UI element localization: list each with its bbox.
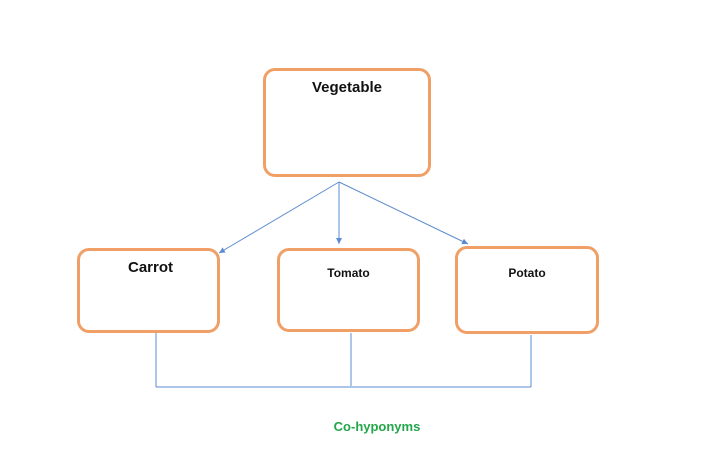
node-vegetable: Vegetable [263, 68, 431, 177]
node-vegetable-label: Vegetable [311, 79, 383, 96]
arrow-vegetable-to-potato [338, 181, 469, 245]
node-carrot: Carrot [77, 248, 220, 333]
node-tomato-label: Tomato [327, 266, 370, 280]
node-carrot-label: Carrot [128, 259, 174, 276]
co-hyponyms-caption: Co-hyponyms [333, 419, 421, 434]
node-potato: Potato [455, 246, 599, 334]
arrow-vegetable-to-carrot [218, 181, 340, 254]
node-tomato: Tomato [277, 248, 420, 332]
node-potato-label: Potato [508, 266, 546, 280]
